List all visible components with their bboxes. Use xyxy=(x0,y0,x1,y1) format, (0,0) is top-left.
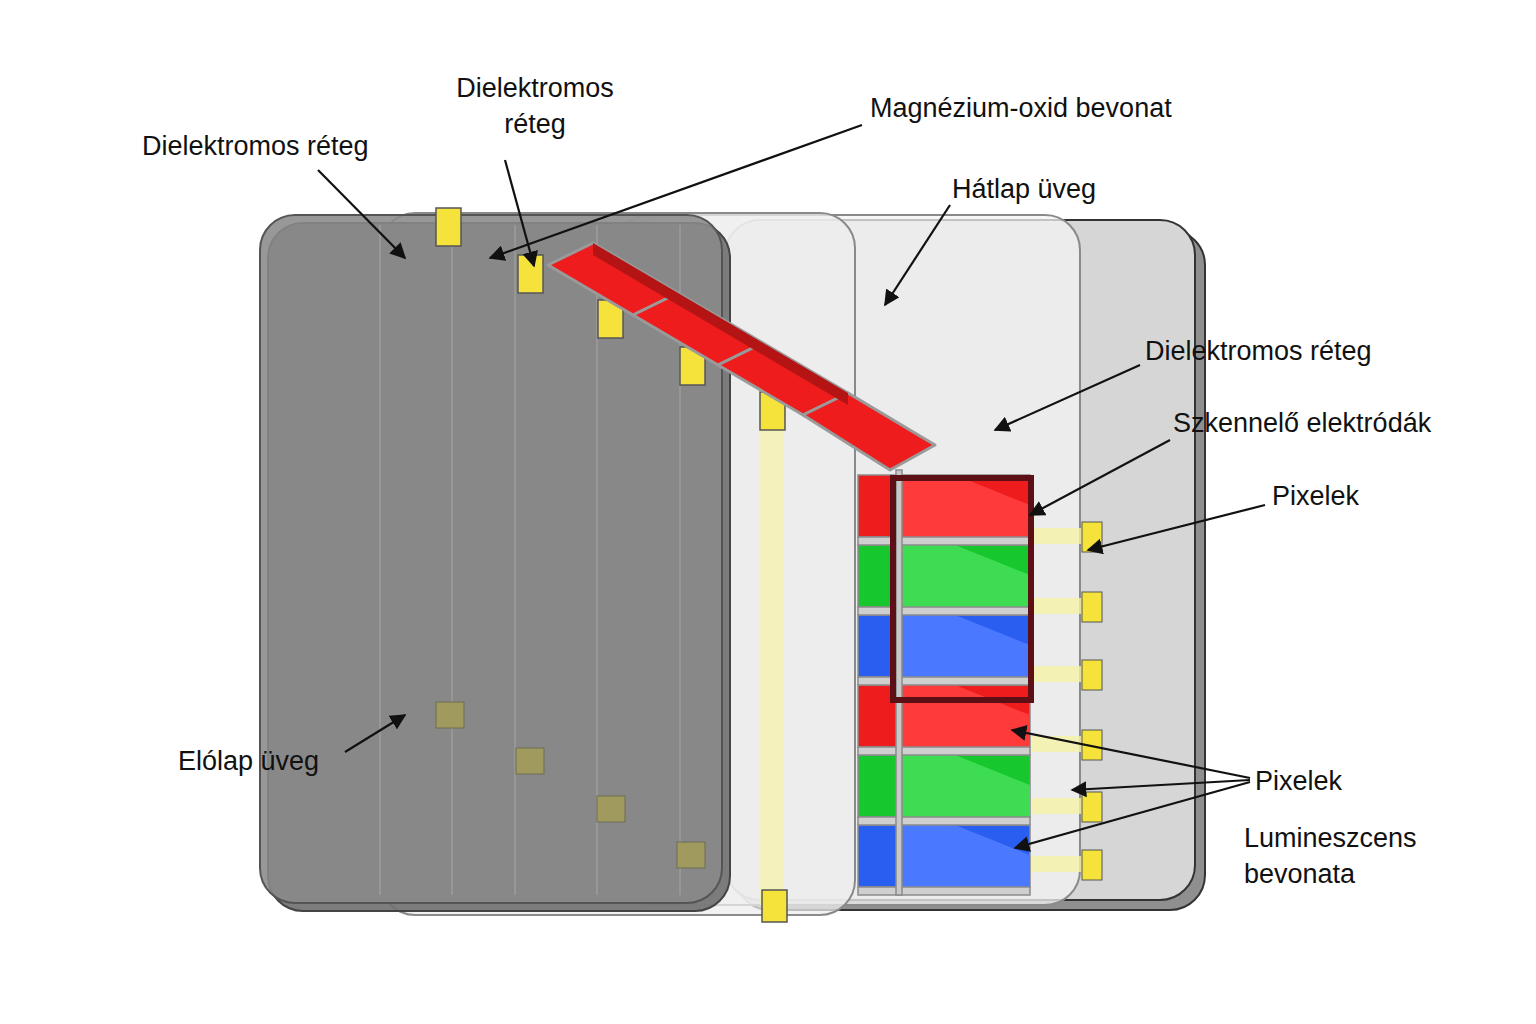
leader-line xyxy=(995,365,1140,430)
cell-floor xyxy=(900,755,1030,817)
cell-wall xyxy=(763,343,848,405)
faint-tab xyxy=(516,748,544,774)
leader-line xyxy=(490,125,862,258)
front-glass-lines xyxy=(380,225,680,895)
electrode-tab xyxy=(1082,592,1102,622)
leader-line xyxy=(1030,440,1170,515)
faint-tab xyxy=(677,842,705,868)
part-label: Lumineszcens bevonata xyxy=(1244,820,1454,892)
electrode-tab xyxy=(518,255,543,293)
part-label: Magnézium-oxid bevonat xyxy=(870,90,1270,126)
leader-line xyxy=(345,715,405,752)
faint-tab xyxy=(597,796,625,822)
part-label: Pixelek xyxy=(1272,478,1452,514)
cell-wall xyxy=(593,243,678,305)
leader-line xyxy=(885,205,950,305)
part-label: Dielektromos réteg xyxy=(1145,333,1465,369)
cell-lip xyxy=(858,537,1030,545)
faint-tab xyxy=(436,702,464,728)
cell-divider xyxy=(896,470,902,895)
leader-line xyxy=(1015,782,1250,848)
red-cell xyxy=(803,393,935,470)
part-label: Szkennelő elektródák xyxy=(1173,405,1523,441)
pixel-highlight xyxy=(893,478,1031,700)
electrode-tab xyxy=(1082,792,1102,822)
part-label: Hátlap üveg xyxy=(952,171,1212,207)
part-label: Pixelek xyxy=(1255,763,1435,799)
blue-cell xyxy=(858,825,900,887)
cell-lip xyxy=(858,887,1030,895)
cell-columns xyxy=(858,470,1030,895)
cell-row-top xyxy=(548,243,935,470)
cell-lip xyxy=(858,677,1030,685)
faint-line xyxy=(514,225,516,895)
electrode-tab xyxy=(762,890,787,922)
cell-floor xyxy=(900,615,1030,677)
part-label: Dielektromos réteg xyxy=(430,70,640,142)
part-label: Dielektromos réteg xyxy=(142,128,442,164)
electrode-stripe xyxy=(760,400,784,905)
green-cell xyxy=(900,545,1030,607)
address-tabs xyxy=(436,208,787,922)
leader-line xyxy=(1088,505,1265,550)
cell-lip xyxy=(858,817,1030,825)
blue-cell xyxy=(900,615,1030,677)
cell-floor xyxy=(900,685,1030,747)
leader-line xyxy=(318,170,405,258)
cell-floor xyxy=(900,825,1030,887)
part-label: Elólap üveg xyxy=(178,743,398,779)
faint-line xyxy=(451,225,453,895)
green-cell xyxy=(900,755,1030,817)
cell-floor xyxy=(900,475,1030,537)
cell-floor xyxy=(900,545,1030,607)
electrode-tab xyxy=(436,208,461,246)
green-cell xyxy=(858,755,900,817)
electrode-tab xyxy=(1082,850,1102,880)
blue-cell xyxy=(900,825,1030,887)
red-cell xyxy=(900,685,1030,747)
red-cell xyxy=(900,475,1030,537)
electrode-tab xyxy=(1082,660,1102,690)
cell-lip xyxy=(858,747,1030,755)
leader-line xyxy=(1012,730,1250,778)
leader-lines xyxy=(318,125,1265,848)
front-glass-tabs xyxy=(436,702,705,868)
cell-wall xyxy=(678,293,763,355)
cell-lip xyxy=(858,607,1030,615)
faint-line xyxy=(379,225,381,895)
